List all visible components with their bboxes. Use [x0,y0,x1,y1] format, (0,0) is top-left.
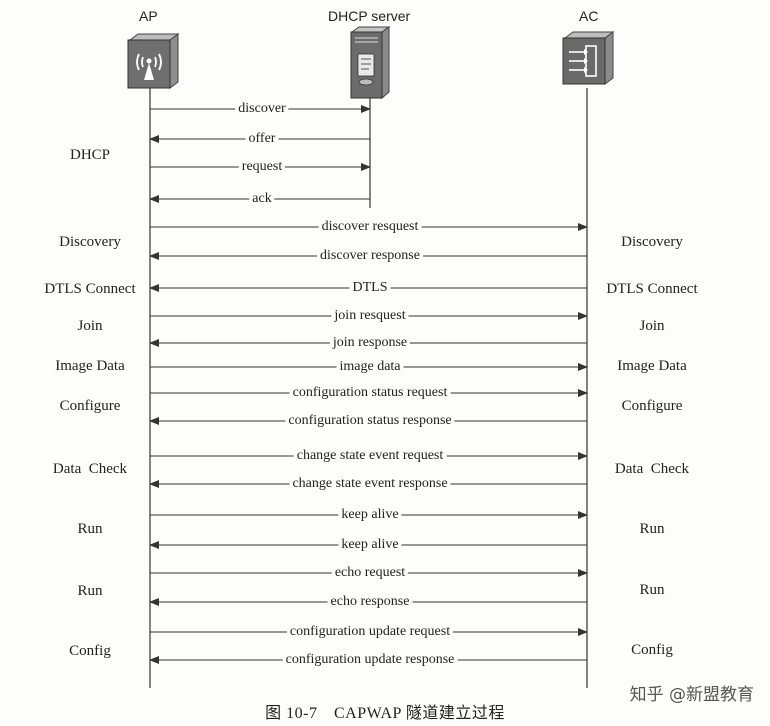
message-label: configuration status request [289,385,451,401]
left-phase-configure: Configure [59,398,121,414]
message-label: echo response [327,594,413,610]
message-label: discover [235,101,289,117]
dhcp-server-icon [349,26,393,105]
left-phase-data-check: Data Check [52,461,128,477]
left-phase-dhcp: DHCP [69,147,110,163]
right-phase-data-check: Data Check [614,461,690,477]
left-phase-discovery: Discovery [59,234,121,250]
message-label: change state event request [293,448,447,464]
message-label: configuration update response [282,652,458,668]
message-label: echo request [331,565,409,581]
right-phase-image-data: Image Data [617,358,687,374]
watermark: 知乎 @新盟教育 [629,685,754,705]
right-phase-run-2: Run [639,582,665,598]
ac-device-icon [561,30,615,91]
ac-title: AC [579,8,599,24]
dhcp-server-title: DHCP server [328,8,411,24]
message-label: configuration update request [286,624,454,640]
message-label: ack [249,191,275,207]
message-label: DTLS [349,280,391,296]
message-label: join resquest [331,308,409,324]
left-phase-image-data: Image Data [55,358,125,374]
message-label: image data [336,359,404,375]
message-label: join response [329,335,411,351]
right-phase-configure: Configure [621,398,683,414]
left-phase-config: Config [69,643,111,659]
left-phase-dtls-connect: DTLS Connect [44,281,136,297]
left-phase-join: Join [77,318,103,334]
figure-caption: 图 10-7 CAPWAP 隧道建立过程 [265,705,505,722]
message-label: configuration status response [285,413,455,429]
right-phase-dtls-connect: DTLS Connect [606,281,698,297]
right-phase-join: Join [639,318,665,334]
ap-title: AP [139,8,158,24]
left-phase-run-2: Run [77,583,103,599]
message-label: discover response [317,248,423,264]
right-phase-discovery: Discovery [621,234,683,250]
message-label: keep alive [338,537,402,553]
message-label: offer [245,131,279,147]
right-phase-run-1: Run [639,521,665,537]
ap-device-icon [124,32,180,95]
right-phase-config: Config [631,642,673,658]
message-label: request [238,159,286,175]
message-label: change state event response [289,476,451,492]
message-label: discover resquest [318,219,422,235]
left-phase-run-1: Run [77,521,103,537]
message-label: keep alive [338,507,402,523]
